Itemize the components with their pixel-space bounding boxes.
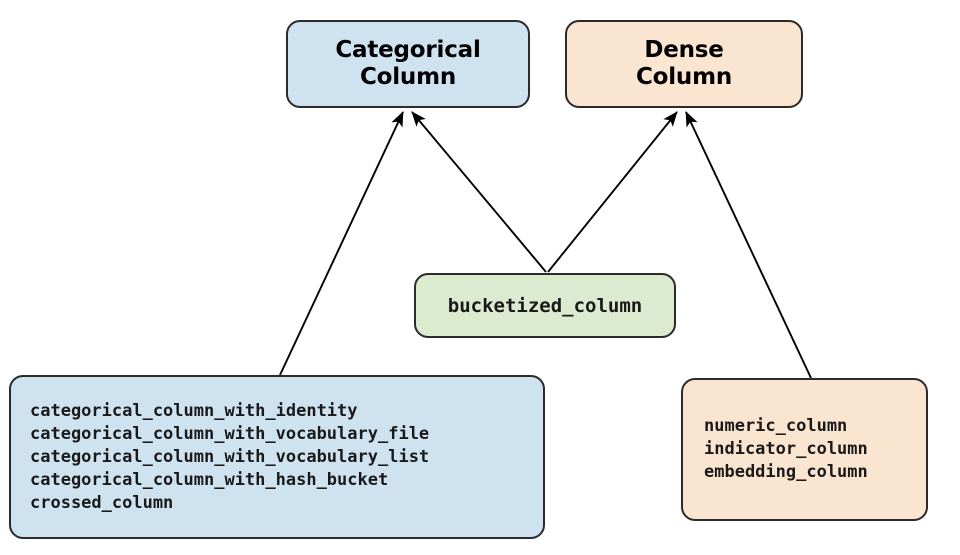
node-dense-column[interactable]: Dense Column [565, 20, 803, 108]
bucketized-to-categorical-column [411, 111, 547, 273]
dense-list-item: numeric_column [704, 416, 848, 436]
categorical-list-item: categorical_column_with_vocabulary_list [30, 446, 430, 467]
dense-list-item: embedding_column [704, 462, 868, 482]
node-dense-column-list[interactable]: numeric_column indicator_column embeddin… [681, 378, 928, 521]
node-categorical-column[interactable]: Categorical Column [286, 20, 530, 108]
bucketized-to-dense-column [547, 111, 678, 273]
dense-list-item: indicator_column [704, 439, 868, 459]
dense-list-to-dense-column [685, 111, 812, 379]
node-categorical-column-list[interactable]: categorical_column_with_identity categor… [9, 375, 545, 539]
categorical-list-item: crossed_column [30, 492, 174, 513]
node-dense-column-line-1: Dense [644, 37, 724, 63]
categorical-list-to-categorical-column [279, 111, 404, 376]
node-categorical-column-line-1: Categorical [335, 37, 481, 63]
categorical-list-item: categorical_column_with_hash_bucket [30, 469, 389, 490]
categorical-list-item: categorical_column_with_vocabulary_file [30, 423, 430, 444]
node-dense-column-line-2: Column [635, 64, 733, 90]
categorical-list-item: categorical_column_with_identity [30, 400, 358, 421]
node-categorical-column-line-2: Column [359, 64, 457, 90]
node-bucketized-column[interactable]: bucketized_column [414, 273, 676, 338]
node-bucketized-column-label: bucketized_column [447, 294, 643, 317]
